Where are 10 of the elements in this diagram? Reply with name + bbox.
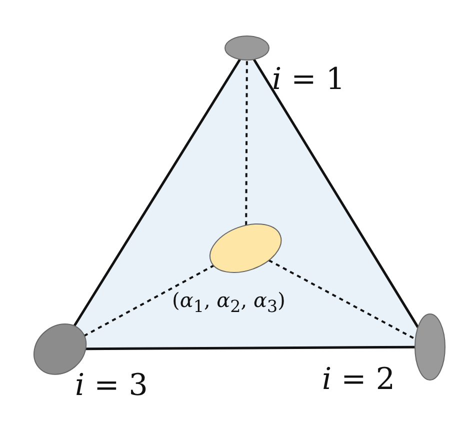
math-label: (α$_{1}$, α$_{2}$, α$_{3}$) [172,288,286,316]
math-label: i = 1 [272,62,345,97]
math-label: i = 2 [322,362,395,397]
dashed-line [245,60,248,226]
line [73,58,241,326]
dashed-line [268,259,416,340]
line [252,58,420,328]
dashed-line [84,264,215,337]
math-label: i = 3 [74,368,148,403]
line [86,346,415,350]
